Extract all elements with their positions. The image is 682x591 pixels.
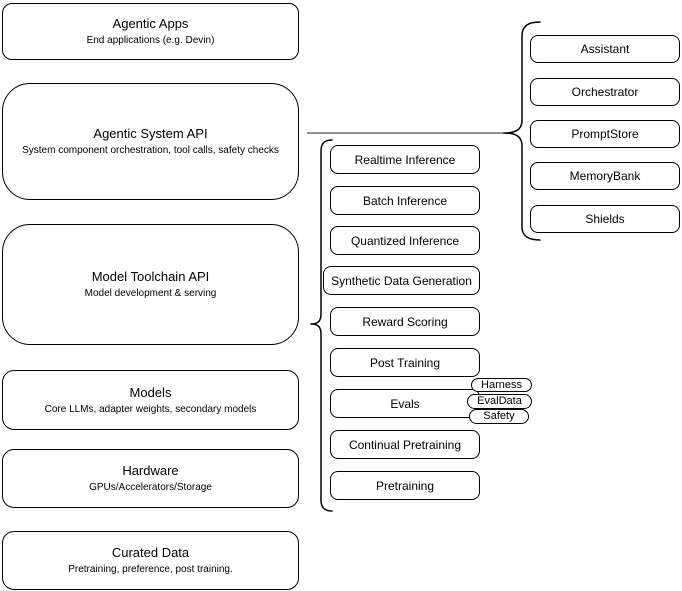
node-model-toolchain-api: Model Toolchain API Model development & … (2, 224, 299, 345)
node-agentic-apps: Agentic Apps End applications (e.g. Devi… (2, 3, 299, 60)
evals-tag-safety: Safety (469, 409, 529, 424)
node-title: Agentic System API (93, 126, 208, 141)
node-subtitle: Model development & serving (84, 288, 217, 299)
node-title: Model Toolchain API (91, 269, 210, 284)
node-subtitle: End applications (e.g. Devin) (86, 35, 215, 46)
service-box-realtime-inference: Realtime Inference (330, 145, 480, 174)
service-box-batch-inference: Batch Inference (330, 186, 480, 215)
node-title: Hardware (122, 463, 179, 478)
node-subtitle: GPUs/Accelerators/Storage (89, 482, 212, 493)
node-models: Models Core LLMs, adapter weights, secon… (2, 370, 299, 430)
service-box-continual-pretraining: Continual Pretraining (330, 430, 480, 459)
node-title: Agentic Apps (112, 16, 189, 31)
component-box-assistant: Assistant (530, 35, 680, 63)
component-box-memorybank: MemoryBank (530, 162, 680, 190)
component-box-promptstore: PromptStore (530, 120, 680, 148)
service-box-reward-scoring: Reward Scoring (330, 307, 480, 336)
node-subtitle: System component orchestration, tool cal… (22, 145, 279, 156)
service-box-pretraining: Pretraining (330, 471, 480, 500)
toolchain-brace (310, 139, 333, 512)
node-hardware: Hardware GPUs/Accelerators/Storage (2, 449, 299, 508)
service-box-synthetic-data-generation: Synthetic Data Generation (323, 266, 480, 295)
service-box-post-training: Post Training (330, 348, 480, 377)
service-box-evals: Evals (330, 389, 480, 418)
service-box-quantized-inference: Quantized Inference (330, 226, 480, 255)
node-title: Curated Data (111, 545, 190, 560)
component-box-orchestrator: Orchestrator (530, 78, 680, 106)
component-box-shields: Shields (530, 205, 680, 233)
node-curated-data: Curated Data Pretraining, preference, po… (2, 531, 299, 590)
node-subtitle: Pretraining, preference, post training. (68, 564, 233, 575)
node-subtitle: Core LLMs, adapter weights, secondary mo… (44, 403, 257, 415)
evals-tag-evaldata: EvalData (467, 394, 532, 409)
node-agentic-system-api: Agentic System API System component orch… (2, 83, 299, 200)
node-title: Models (129, 384, 172, 400)
evals-tag-harness: Harness (471, 378, 532, 392)
